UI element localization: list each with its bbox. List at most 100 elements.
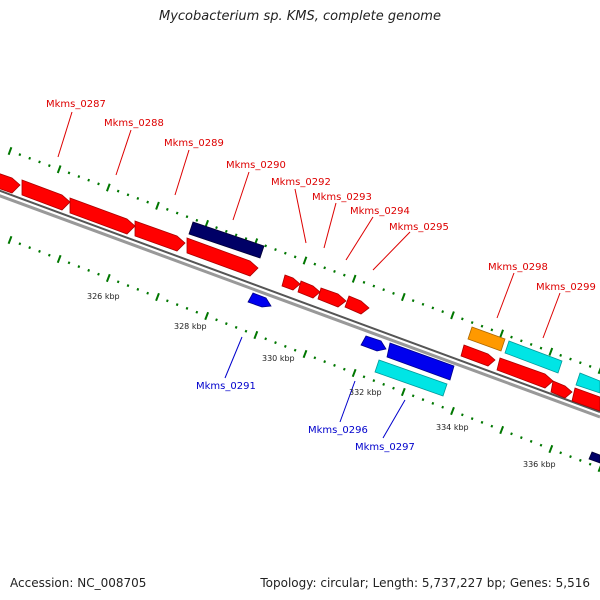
outer-tick-0 [7, 146, 13, 156]
gene-arrow-0288b[interactable] [69, 197, 136, 235]
inner-tick-16 [165, 299, 169, 303]
outer-tick-8 [87, 178, 91, 182]
gene-label-0299[interactable]: Mkms_0299 [536, 282, 596, 293]
inner-tick-47 [470, 417, 474, 421]
gene-block-cyan-2[interactable] [575, 372, 600, 394]
outer-tick-13 [136, 196, 140, 200]
map-title: Mycobacterium sp. KMS, complete genome [159, 9, 441, 24]
outer-tick-34 [342, 273, 346, 277]
tick-label-332: 332 kbp [349, 388, 382, 397]
outer-tick-46 [460, 317, 464, 321]
outer-tick-22 [224, 229, 228, 233]
outer-tick-56 [559, 353, 563, 357]
gene-arrow-0298a[interactable] [460, 344, 496, 367]
outer-tick-10 [106, 183, 111, 192]
outer-tick-52 [519, 339, 523, 343]
forward-leader-lines [57, 111, 561, 339]
outer-tick-39 [392, 291, 395, 295]
outer-tick-24 [244, 237, 248, 241]
outer-tick-12 [126, 193, 130, 197]
gene-arrow-0290[interactable] [186, 237, 259, 277]
inner-tick-2 [28, 246, 32, 250]
gene-arrow-edge[interactable] [588, 451, 600, 464]
gene-block-cyan-3[interactable] [374, 359, 448, 397]
forward-label-group: Mkms_0287 Mkms_0288 Mkms_0289 Mkms_0290 … [46, 99, 596, 293]
outer-tick-35 [351, 274, 357, 283]
reverse-label-group: Mkms_0291 Mkms_0296 Mkms_0297 [196, 381, 415, 453]
gene-arrow-0300[interactable] [571, 387, 600, 412]
gene-label-0296[interactable]: Mkms_0296 [308, 425, 368, 436]
gene-arrow-0289[interactable] [134, 220, 186, 252]
inner-tick-52 [519, 436, 523, 440]
inner-tick-41 [411, 394, 415, 398]
backbone-outer [0, 189, 600, 413]
outer-tick-59 [588, 364, 592, 368]
gene-label-0293[interactable]: Mkms_0293 [312, 192, 372, 203]
inner-tick-37 [372, 379, 376, 383]
outer-tick-16 [165, 207, 169, 211]
gene-arrow-0288a[interactable] [21, 179, 71, 211]
tick-label-326: 326 kbp [87, 292, 120, 301]
gene-label-0289[interactable]: Mkms_0289 [164, 138, 224, 149]
inner-tick-11 [116, 280, 120, 284]
gene-label-0287[interactable]: Mkms_0287 [46, 99, 106, 110]
outer-tick-9 [97, 182, 100, 186]
gene-block-orange[interactable] [467, 326, 506, 352]
outer-tick-17 [175, 211, 179, 215]
outer-tick-15 [155, 201, 160, 210]
inner-tick-14 [146, 291, 150, 295]
outer-tick-2 [28, 156, 32, 160]
gene-label-0298[interactable]: Mkms_0298 [488, 262, 548, 273]
outer-tick-31 [313, 262, 317, 266]
outer-tick-57 [569, 357, 572, 361]
inner-tick-36 [362, 375, 366, 379]
gene-arrow-0295[interactable] [344, 295, 370, 315]
gene-arrow-0294[interactable] [317, 287, 347, 308]
gene-arrow-0299[interactable] [550, 380, 573, 399]
gene-arrow-0297[interactable] [386, 342, 455, 381]
gene-arrow-0292[interactable] [281, 274, 301, 291]
inner-tick-24 [244, 329, 248, 333]
inner-tick-54 [539, 443, 543, 447]
outer-tick-37 [372, 284, 376, 288]
gene-label-0294[interactable]: Mkms_0294 [350, 206, 410, 217]
inner-tick-25 [253, 330, 259, 340]
outer-tick-60 [597, 367, 600, 375]
inner-tick-40 [400, 387, 406, 397]
outer-tick-49 [490, 328, 494, 332]
outer-tick-42 [421, 302, 425, 306]
gene-block-dark[interactable] [188, 221, 265, 259]
gene-label-0288[interactable]: Mkms_0288 [104, 118, 164, 129]
gene-arrow-0287[interactable] [0, 172, 21, 194]
inner-tick-20 [204, 311, 210, 321]
gene-arrow-0293[interactable] [297, 280, 321, 299]
inner-tick-50 [499, 425, 505, 435]
inner-tick-55 [548, 444, 554, 454]
inner-tick-32 [323, 360, 327, 364]
outer-tick-7 [77, 175, 81, 179]
gene-block-cyan-1[interactable] [504, 340, 563, 374]
reverse-genes [247, 292, 600, 464]
gene-label-0291[interactable]: Mkms_0291 [196, 381, 256, 392]
gene-label-0295[interactable]: Mkms_0295 [389, 222, 449, 233]
inner-tick-track [7, 235, 600, 473]
outer-tick-19 [195, 218, 199, 222]
outer-tick-18 [185, 215, 189, 219]
outer-tick-29 [293, 255, 297, 259]
gene-arrow-0291[interactable] [247, 292, 272, 308]
gene-label-0290[interactable]: Mkms_0290 [226, 160, 286, 171]
inner-tick-23 [234, 325, 238, 329]
gene-label-0292[interactable]: Mkms_0292 [271, 177, 331, 188]
gene-label-0297[interactable]: Mkms_0297 [355, 442, 415, 453]
outer-tick-54 [539, 346, 543, 350]
forward-genes [0, 172, 600, 412]
inner-tick-58 [578, 458, 582, 462]
outer-tick-23 [234, 233, 238, 237]
inner-tick-4 [47, 253, 51, 257]
gene-arrow-0298b[interactable] [496, 357, 554, 389]
outer-tick-4 [47, 164, 51, 168]
inner-tick-22 [224, 322, 228, 326]
gene-arrow-0296[interactable] [360, 335, 387, 352]
inner-tick-26 [264, 337, 268, 341]
